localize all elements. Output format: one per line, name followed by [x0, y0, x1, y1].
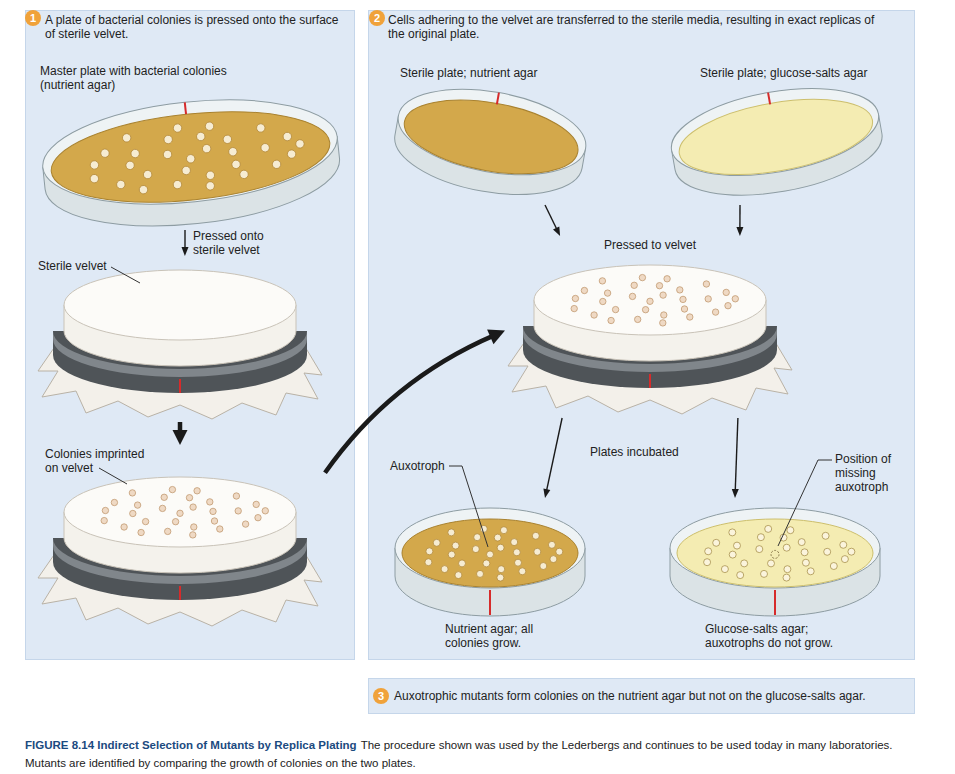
figure-caption: FIGURE 8.14 Indirect Selection of Mutant… [25, 735, 930, 771]
callout-number: 1 [25, 10, 41, 26]
callout-number-text: 2 [369, 10, 385, 26]
callout-number: 3 [373, 688, 389, 704]
velvet-block: Pressed to velvet [505, 236, 795, 418]
label: Plates incubated [590, 445, 679, 459]
node-text: Pressed to velvet [604, 238, 696, 252]
callout-number-text: 3 [373, 688, 389, 704]
label: Auxotroph [390, 459, 445, 473]
edge-label: Pressed onto sterile velvet [193, 229, 288, 257]
label-text: Position of missing auxotroph [835, 452, 911, 494]
step-panel: Cells adhering to the velvet are transfe… [368, 10, 915, 660]
node-text: Nutrient agar; all colonies grow. [445, 622, 545, 650]
caption-title: FIGURE 8.14 Indirect Selection of Mutant… [25, 739, 357, 751]
node-text: Cells adhering to the velvet are transfe… [388, 13, 893, 41]
node-text: Colonies imprinted on velvet [45, 447, 155, 475]
label-text: Plates incubated [590, 445, 679, 459]
edge-label-text: Pressed onto sterile velvet [193, 229, 288, 257]
petri-dish: Nutrient agar; all colonies grow. [390, 498, 595, 652]
node-text: Auxotrophic mutants form colonies on the… [394, 689, 866, 703]
node-text: Sterile plate; glucose-salts agar [700, 66, 867, 80]
step-panel: A plate of bacterial colonies is pressed… [25, 10, 355, 660]
node-text: A plate of bacterial colonies is pressed… [45, 13, 345, 41]
petri-dish: Sterile plate; glucose-salts agar [655, 66, 900, 205]
petri-dish: Glucose-salts agar; auxotrophs do not gr… [660, 498, 895, 652]
callout-number-text: 1 [25, 10, 41, 26]
label: Position of missing auxotroph [835, 452, 911, 494]
callout-number: 2 [369, 10, 385, 26]
node-text: Sterile plate; nutrient agar [400, 66, 537, 80]
node-text: Sterile velvet [38, 259, 107, 273]
node-text: Glucose-salts agar; auxotrophs do not gr… [705, 622, 845, 650]
petri-dish: Master plate with bacterial colonies (nu… [35, 62, 345, 230]
petri-dish: Sterile plate; nutrient agar [390, 66, 600, 205]
step-box: Auxotrophic mutants form colonies on the… [368, 678, 915, 714]
velvet-block: Colonies imprinted on velvet [35, 445, 325, 630]
label-text: Auxotroph [390, 459, 445, 473]
node-text: Master plate with bacterial colonies (nu… [40, 64, 245, 92]
velvet-block: Sterile velvet [35, 256, 325, 422]
